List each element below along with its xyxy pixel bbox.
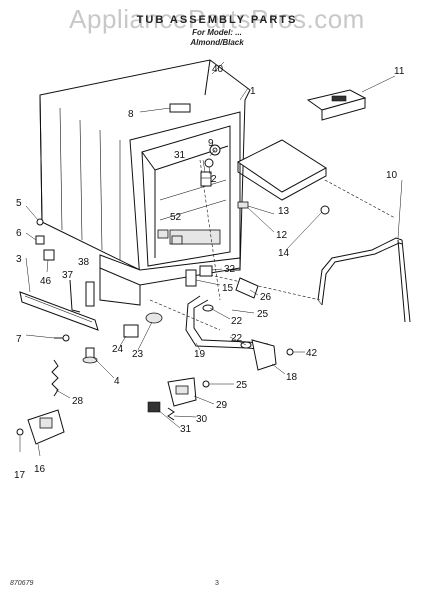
callout-15: 15	[222, 283, 234, 294]
part-3-rail	[19, 291, 99, 331]
part-26-bracket	[235, 277, 259, 299]
callout-1: 1	[250, 86, 256, 97]
part-2-grommet	[204, 158, 214, 168]
part-7-screw	[54, 334, 70, 342]
callout-26: 26	[260, 292, 272, 303]
callout-25-lower: 25	[236, 380, 248, 391]
part-5-screw	[36, 218, 44, 226]
callout-7: 7	[16, 334, 22, 345]
diagram-title: TUB ASSEMBLY PARTS	[136, 14, 298, 26]
part-24-clamp	[123, 324, 139, 338]
callout-37: 37	[62, 270, 74, 281]
model-line: For Model: ...	[192, 28, 242, 37]
callout-32: 31	[174, 150, 186, 161]
callout-42: 42	[306, 348, 318, 359]
leader-lines	[149, 159, 396, 331]
color-line: Almond/Black	[190, 38, 244, 47]
part-14-washer	[320, 205, 330, 215]
callout-29: 29	[216, 400, 228, 411]
part-4-leveling-leg	[82, 347, 98, 364]
callout-40: 40	[212, 64, 224, 75]
part-10-gasket	[317, 237, 411, 323]
callout-2: 2	[211, 174, 217, 185]
watermark: AppliancePartsPros.com	[69, 4, 365, 34]
callout-leaders	[19, 61, 403, 457]
callout-5: 5	[16, 198, 22, 209]
part-23-grommet	[145, 312, 163, 324]
part-6-clip	[35, 235, 45, 245]
part-38-hook	[85, 281, 95, 307]
callout-24: 24	[112, 344, 124, 355]
callout-3: 3	[16, 254, 22, 265]
callout-6: 6	[16, 228, 22, 239]
part-37-bracket	[69, 279, 81, 313]
part-8-bracket	[169, 103, 191, 113]
callout-25-upper: 25	[257, 309, 269, 320]
callout-22-upper: 22	[231, 316, 243, 327]
part-42-screw	[286, 348, 294, 356]
callout-31: 31	[180, 424, 192, 435]
part-17-screw	[16, 428, 24, 436]
callout-18: 18	[286, 372, 298, 383]
callout-16: 16	[34, 464, 46, 475]
callout-33: 32	[224, 264, 236, 275]
callout-8: 8	[128, 109, 134, 120]
callout-13: 13	[278, 206, 290, 217]
callout-10: 10	[386, 170, 398, 181]
callout-11: 11	[394, 66, 405, 77]
callout-19: 19	[194, 349, 206, 360]
callout-23: 23	[132, 349, 144, 360]
part-30-spring	[167, 407, 175, 421]
part-16-latch	[27, 409, 65, 445]
part-13-pad	[237, 139, 327, 201]
callout-12: 12	[276, 230, 288, 241]
callout-22-lower: 22	[231, 333, 243, 344]
callout-28: 28	[72, 396, 84, 407]
callout-30: 30	[196, 414, 208, 425]
callout-labels: 40 1 8 11 9 31 2 10 5 13 52 6 12 14 3 38…	[14, 64, 405, 481]
callout-4: 4	[114, 376, 120, 387]
callout-46: 46	[40, 276, 52, 287]
part-11-vent	[306, 89, 367, 121]
part-52-terminals	[157, 229, 183, 245]
part-19-hose	[185, 295, 269, 351]
part-28-spring	[51, 359, 59, 397]
callout-17: 17	[14, 470, 26, 481]
part-29-valve	[167, 377, 197, 407]
part-code: 870679	[10, 580, 34, 587]
part-12-clip	[237, 201, 249, 209]
callout-52: 52	[170, 212, 182, 223]
part-25-screw	[202, 380, 210, 388]
callout-9: 9	[208, 138, 214, 149]
part-15-fitting	[185, 269, 197, 287]
page-number: 3	[215, 580, 219, 587]
part-32-sprayarm-mount	[200, 171, 212, 187]
part-46-clip	[43, 249, 55, 261]
part-31-cap	[147, 401, 161, 413]
callout-38: 38	[78, 257, 90, 268]
part-33-fitting	[199, 265, 213, 277]
callout-14: 14	[278, 248, 290, 259]
part-18-fitting	[251, 339, 277, 371]
